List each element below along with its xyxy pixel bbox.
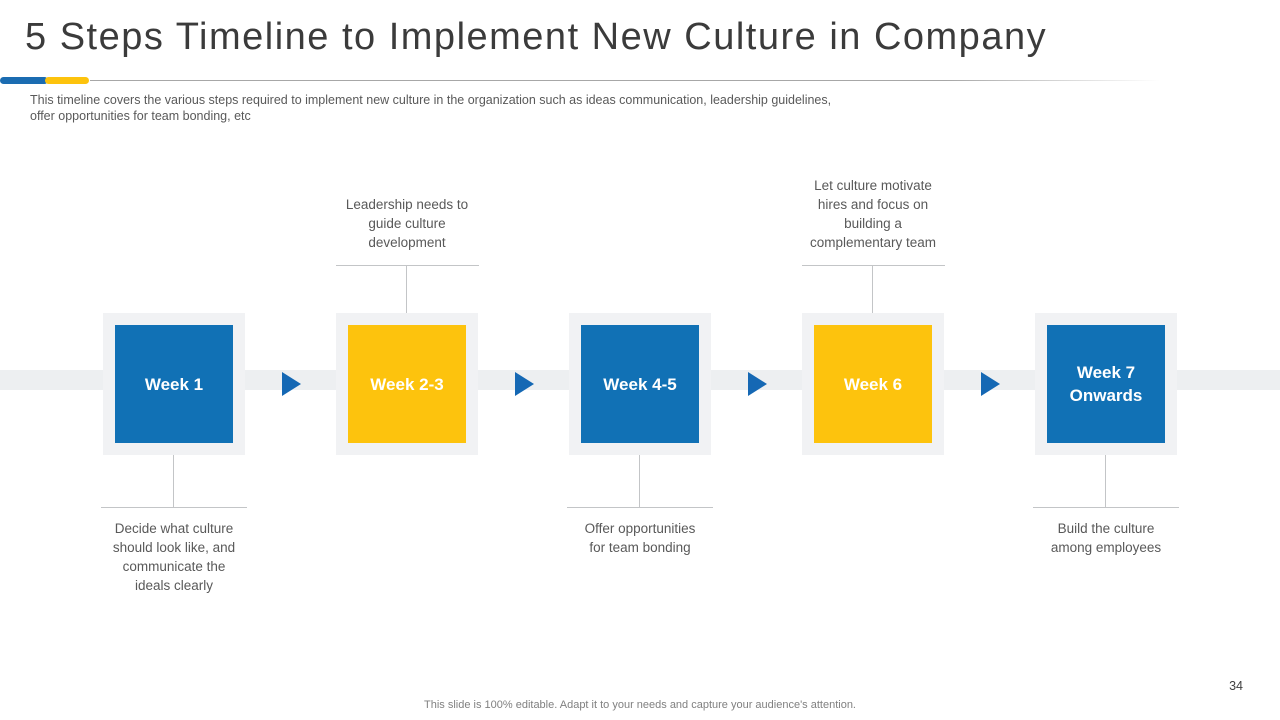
arrow-right-icon [981, 372, 1000, 396]
timeline-step-week-7-onwards: Week 7 Onwards [1035, 313, 1177, 455]
accent-bar-yellow [45, 77, 89, 84]
note-bracket-line [101, 507, 247, 508]
arrow-right-icon [515, 372, 534, 396]
note-bracket-line [567, 507, 713, 508]
note-connector-line [406, 266, 407, 313]
header-divider-line [90, 80, 1160, 81]
footer-note: This slide is 100% editable. Adapt it to… [424, 699, 856, 711]
step-label: Week 6 [843, 374, 903, 394]
step-box: Week 6 [814, 325, 932, 443]
slide-title: 5 Steps Timeline to Implement New Cultur… [25, 16, 1048, 58]
step-box: Week 1 [115, 325, 233, 443]
timeline-step-week-6: Week 6 [802, 313, 944, 455]
note-bracket-line [802, 265, 945, 266]
step-box: Week 7 Onwards [1047, 325, 1165, 443]
note-bracket-line [1033, 507, 1179, 508]
note-week-4-5: Offer opportunities for team bonding [584, 521, 696, 555]
step-label: Week 1 [144, 374, 204, 394]
note-week-7-onwards: Build the culture among employees [1050, 521, 1162, 555]
timeline-step-week-1: Week 1 [103, 313, 245, 455]
timeline-step-week-4-5: Week 4-5 [569, 313, 711, 455]
note-week-1: Decide what culture should look like, an… [112, 521, 236, 593]
slide-subtitle: This timeline covers the various steps r… [30, 93, 832, 123]
arrow-right-icon [282, 372, 301, 396]
timeline-step-week-2-3: Week 2-3 [336, 313, 478, 455]
step-box: Week 2-3 [348, 325, 466, 443]
step-box: Week 4-5 [581, 325, 699, 443]
note-bracket-line [336, 265, 479, 266]
arrow-right-icon [748, 372, 767, 396]
note-connector-line [872, 266, 873, 313]
note-week-2-3: Leadership needs to guide culture develo… [345, 197, 469, 250]
step-label: Week 2-3 [370, 374, 444, 394]
note-connector-line [173, 455, 174, 507]
note-connector-line [639, 455, 640, 507]
note-connector-line [1105, 455, 1106, 507]
page-number: 34 [1229, 679, 1243, 693]
accent-bar-blue [0, 77, 48, 84]
step-label: Week 7 Onwards [1069, 363, 1143, 405]
step-label: Week 4-5 [603, 374, 677, 394]
note-week-6: Let culture motivate hires and focus on … [809, 178, 937, 250]
